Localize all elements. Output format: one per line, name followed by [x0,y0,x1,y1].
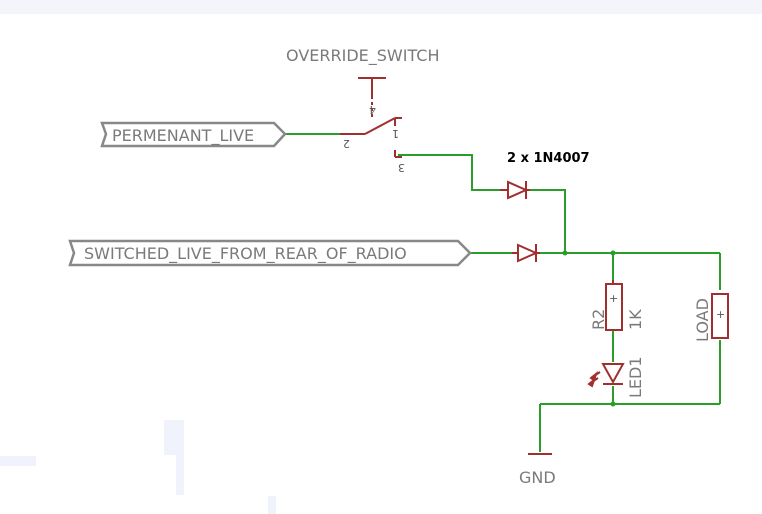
override-switch [340,77,402,158]
r2-value-label: 1K [626,309,645,330]
load-polarity: + [716,308,725,321]
r2-polarity: + [609,292,618,305]
permanent-live-label: PERMENANT_LIVE [112,126,254,146]
background-artifact [176,455,184,495]
wire-switch-to-diode [398,154,500,191]
switch-pin-3: 3 [398,161,405,174]
r2-ref-label: R2 [589,309,608,330]
resistor-r2 [605,280,623,331]
led1-label: LED1 [626,356,645,398]
switched-live-label: SWITCHED_LIVE_FROM_REAR_OF_RADIO [84,244,407,264]
wires [285,133,721,452]
junction-dot [610,401,616,407]
port-switched-live: SWITCHED_LIVE_FROM_REAR_OF_RADIO [68,239,472,267]
load-label: LOAD [693,298,712,342]
top-bar [0,0,762,14]
switch-pin-1: 1 [392,127,399,140]
ground-label: GND [519,468,556,487]
diode-2 [512,243,540,263]
load [711,293,729,339]
background-artifact [164,420,184,455]
switch-pin-4: 4 [369,103,376,116]
diode-1 [500,180,530,200]
junction-dot [610,250,616,256]
switch-pin-2: 2 [343,137,350,150]
junctions [562,250,616,407]
background-artifact [268,496,276,514]
diodes-label: 2 x 1N4007 [507,151,590,166]
junction-dot [562,250,568,256]
led-1 [587,363,625,388]
background-artifact [0,456,36,466]
port-permanent-live: PERMENANT_LIVE [100,121,287,148]
override-switch-label: OVERRIDE_SWITCH [286,46,439,66]
wire-diode1-out [530,189,566,253]
